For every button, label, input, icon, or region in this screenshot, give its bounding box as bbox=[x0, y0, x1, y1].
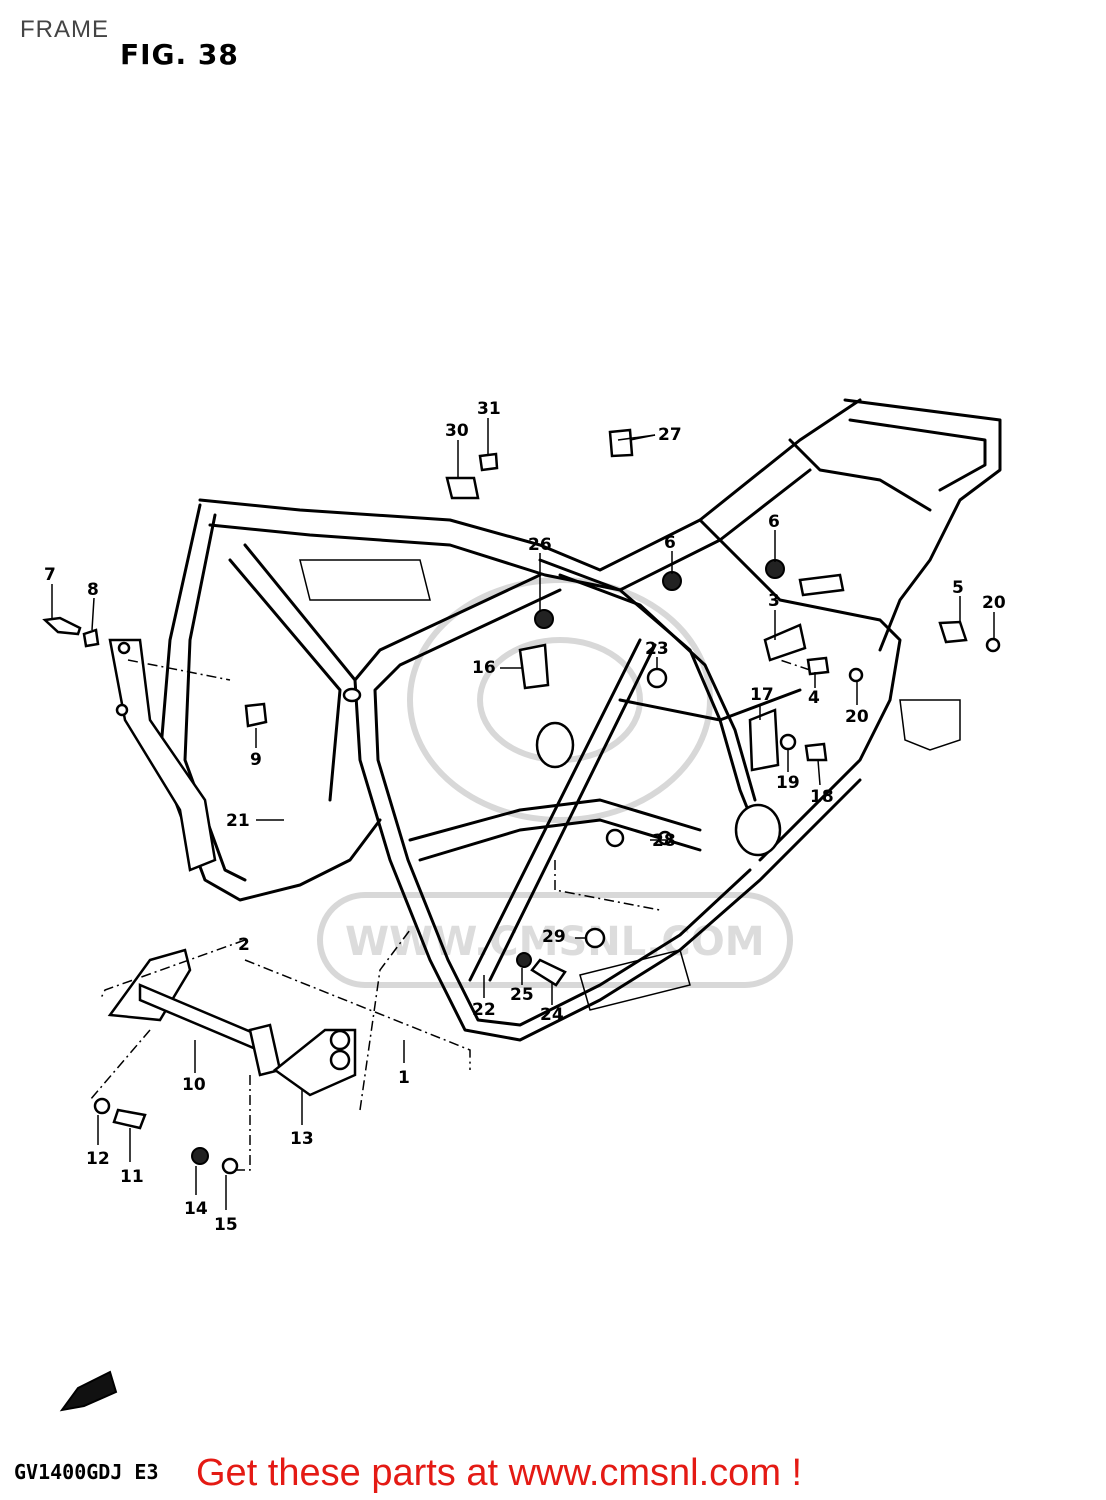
callout-labels: 1 2 3 4 5 6 6 7 8 9 10 11 12 13 14 15 16… bbox=[44, 399, 1006, 1235]
callout-6-right: 6 bbox=[768, 512, 780, 532]
callout-31: 31 bbox=[477, 399, 501, 419]
callout-18: 18 bbox=[810, 787, 834, 807]
callout-27: 27 bbox=[658, 425, 682, 445]
callout-19: 19 bbox=[776, 773, 800, 793]
watermark-text: WWW.CMSNL.COM bbox=[345, 919, 765, 965]
callout-21: 21 bbox=[226, 811, 250, 831]
callout-7: 7 bbox=[44, 565, 56, 585]
callout-12: 12 bbox=[86, 1149, 110, 1169]
callout-1: 1 bbox=[398, 1068, 410, 1088]
callout-10: 10 bbox=[182, 1075, 206, 1095]
callout-leaders bbox=[51, 418, 995, 1210]
left-bracket bbox=[108, 638, 217, 872]
callout-3: 3 bbox=[768, 591, 780, 611]
callout-5: 5 bbox=[952, 578, 964, 598]
callout-20-lower: 20 bbox=[845, 707, 869, 727]
callout-25: 25 bbox=[510, 985, 534, 1005]
callout-30: 30 bbox=[445, 421, 469, 441]
callout-2: 2 bbox=[238, 935, 250, 955]
callout-23: 23 bbox=[645, 639, 669, 659]
callout-14: 14 bbox=[184, 1199, 208, 1219]
model-code: GV1400GDJ E3 bbox=[14, 1460, 159, 1484]
watermark-logo: WWW.CMSNL.COM bbox=[317, 577, 793, 988]
callout-8: 8 bbox=[87, 580, 99, 600]
callout-6-left: 6 bbox=[664, 533, 676, 553]
callout-17: 17 bbox=[750, 685, 774, 705]
callout-29: 29 bbox=[542, 927, 566, 947]
callout-26: 26 bbox=[528, 535, 552, 555]
get-parts-link[interactable]: Get these parts at www.cmsnl.com ! bbox=[196, 1452, 803, 1494]
main-frame bbox=[158, 398, 1002, 1042]
callout-22: 22 bbox=[472, 1000, 496, 1020]
callout-4: 4 bbox=[808, 688, 820, 708]
figure-number: FIG. 38 bbox=[120, 38, 239, 71]
assembly-lines bbox=[89, 659, 811, 1171]
callout-11: 11 bbox=[120, 1167, 144, 1187]
callout-13: 13 bbox=[290, 1129, 314, 1149]
callout-9: 9 bbox=[250, 750, 262, 770]
callout-24: 24 bbox=[540, 1005, 564, 1025]
fwd-arrow-icon bbox=[59, 1370, 118, 1412]
callout-16: 16 bbox=[472, 658, 496, 678]
callout-20-right: 20 bbox=[982, 593, 1006, 613]
fasteners bbox=[42, 428, 1001, 1175]
section-title: FRAME bbox=[20, 16, 109, 43]
engine-mount-parts bbox=[107, 948, 357, 1097]
callout-15: 15 bbox=[214, 1215, 238, 1235]
callout-28: 28 bbox=[652, 831, 676, 851]
